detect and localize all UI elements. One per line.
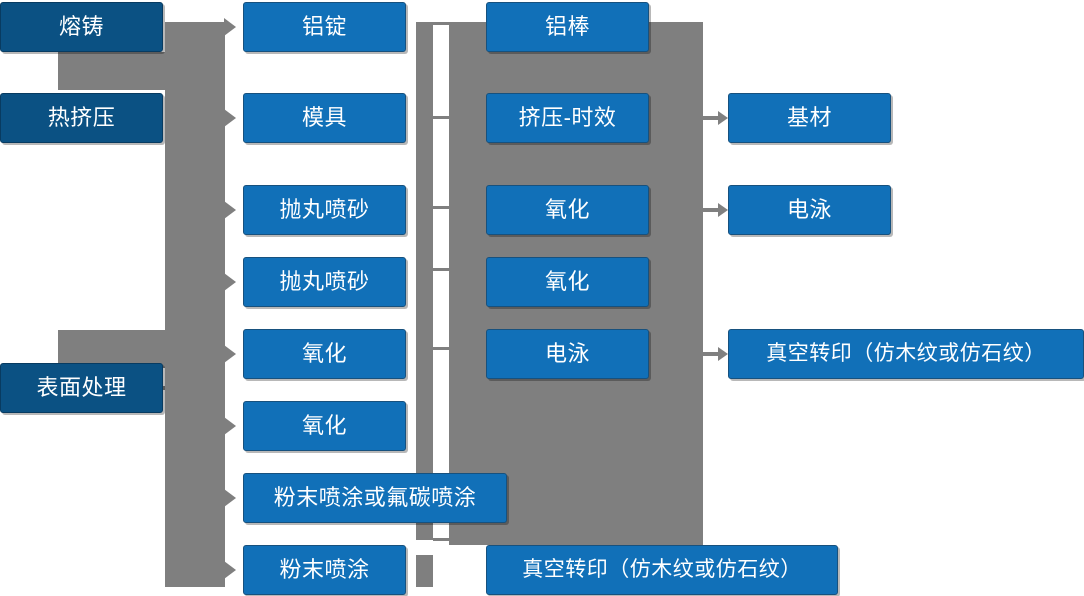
process-box-oxidation-1[interactable]: 氧化 bbox=[486, 185, 649, 235]
process-box-electrophoresis[interactable]: 电泳 bbox=[486, 329, 649, 379]
stage-box-surface[interactable]: 表面处理 bbox=[0, 363, 163, 413]
connector-tick-3 bbox=[433, 206, 449, 209]
connector-tick-5 bbox=[433, 347, 449, 350]
connector-tick-4 bbox=[433, 268, 449, 271]
stage-box-casting[interactable]: 熔铸 bbox=[0, 2, 163, 52]
process-box-vacuum-transfer-lower[interactable]: 真空转印（仿木纹或仿石纹） bbox=[486, 545, 838, 595]
arrow-to-mid-die bbox=[224, 109, 236, 127]
arrow-head bbox=[718, 203, 728, 217]
process-box-oxidize-1[interactable]: 氧化 bbox=[243, 329, 406, 379]
arrow-to-far-vacuum bbox=[701, 345, 729, 363]
arrow-to-mid-shotblast2 bbox=[224, 273, 236, 291]
arrow-down-to-extrude bbox=[64, 68, 82, 79]
process-box-powder-fluorocarbon[interactable]: 粉末喷涂或氟碳喷涂 bbox=[243, 473, 507, 523]
process-box-shotblast-1[interactable]: 抛丸喷砂 bbox=[243, 185, 406, 235]
arrow-to-mid-oxidize1 bbox=[224, 345, 236, 363]
connector-tick-2 bbox=[433, 116, 449, 119]
arrow-head bbox=[718, 111, 728, 125]
process-box-ingot[interactable]: 铝锭 bbox=[243, 2, 406, 52]
arrow-stem bbox=[701, 352, 719, 356]
product-box-vacuum-transfer[interactable]: 真空转印（仿木纹或仿石纹） bbox=[728, 329, 1084, 379]
process-box-die[interactable]: 模具 bbox=[243, 93, 406, 143]
connector-bar-middle-tail bbox=[416, 555, 433, 587]
process-box-extrusion-aging[interactable]: 挤压-时效 bbox=[486, 93, 649, 143]
arrow-to-mid-powder-fc bbox=[224, 489, 236, 507]
arrow-stem bbox=[701, 116, 719, 120]
connector-tick-6 bbox=[433, 538, 449, 541]
arrow-to-mid-powder bbox=[224, 561, 236, 579]
process-box-shotblast-2[interactable]: 抛丸喷砂 bbox=[243, 257, 406, 307]
arrow-to-far-electro bbox=[701, 201, 729, 219]
arrow-to-far-substrate bbox=[701, 109, 729, 127]
process-box-oxidation-2[interactable]: 氧化 bbox=[486, 257, 649, 307]
connector-tick-1 bbox=[433, 22, 449, 25]
product-box-electrophoresis[interactable]: 电泳 bbox=[728, 185, 891, 235]
process-box-aluminium-bar[interactable]: 铝棒 bbox=[486, 2, 649, 52]
connector-block-left bbox=[165, 22, 225, 587]
arrow-to-mid-oxidize2 bbox=[224, 417, 236, 435]
process-box-oxidize-2[interactable]: 氧化 bbox=[243, 401, 406, 451]
stage-box-extrude[interactable]: 热挤压 bbox=[0, 93, 163, 143]
arrow-head bbox=[718, 347, 728, 361]
arrow-stem bbox=[701, 208, 719, 212]
connector-surface-stub bbox=[163, 386, 189, 390]
process-box-powder-coating[interactable]: 粉末喷涂 bbox=[243, 545, 406, 595]
connector-bar-middle bbox=[416, 22, 433, 540]
product-box-substrate[interactable]: 基材 bbox=[728, 93, 891, 143]
arrow-down-to-surface bbox=[64, 346, 82, 357]
arrow-to-mid-ingot bbox=[224, 18, 236, 36]
arrow-to-mid-shotblast1 bbox=[224, 201, 236, 219]
